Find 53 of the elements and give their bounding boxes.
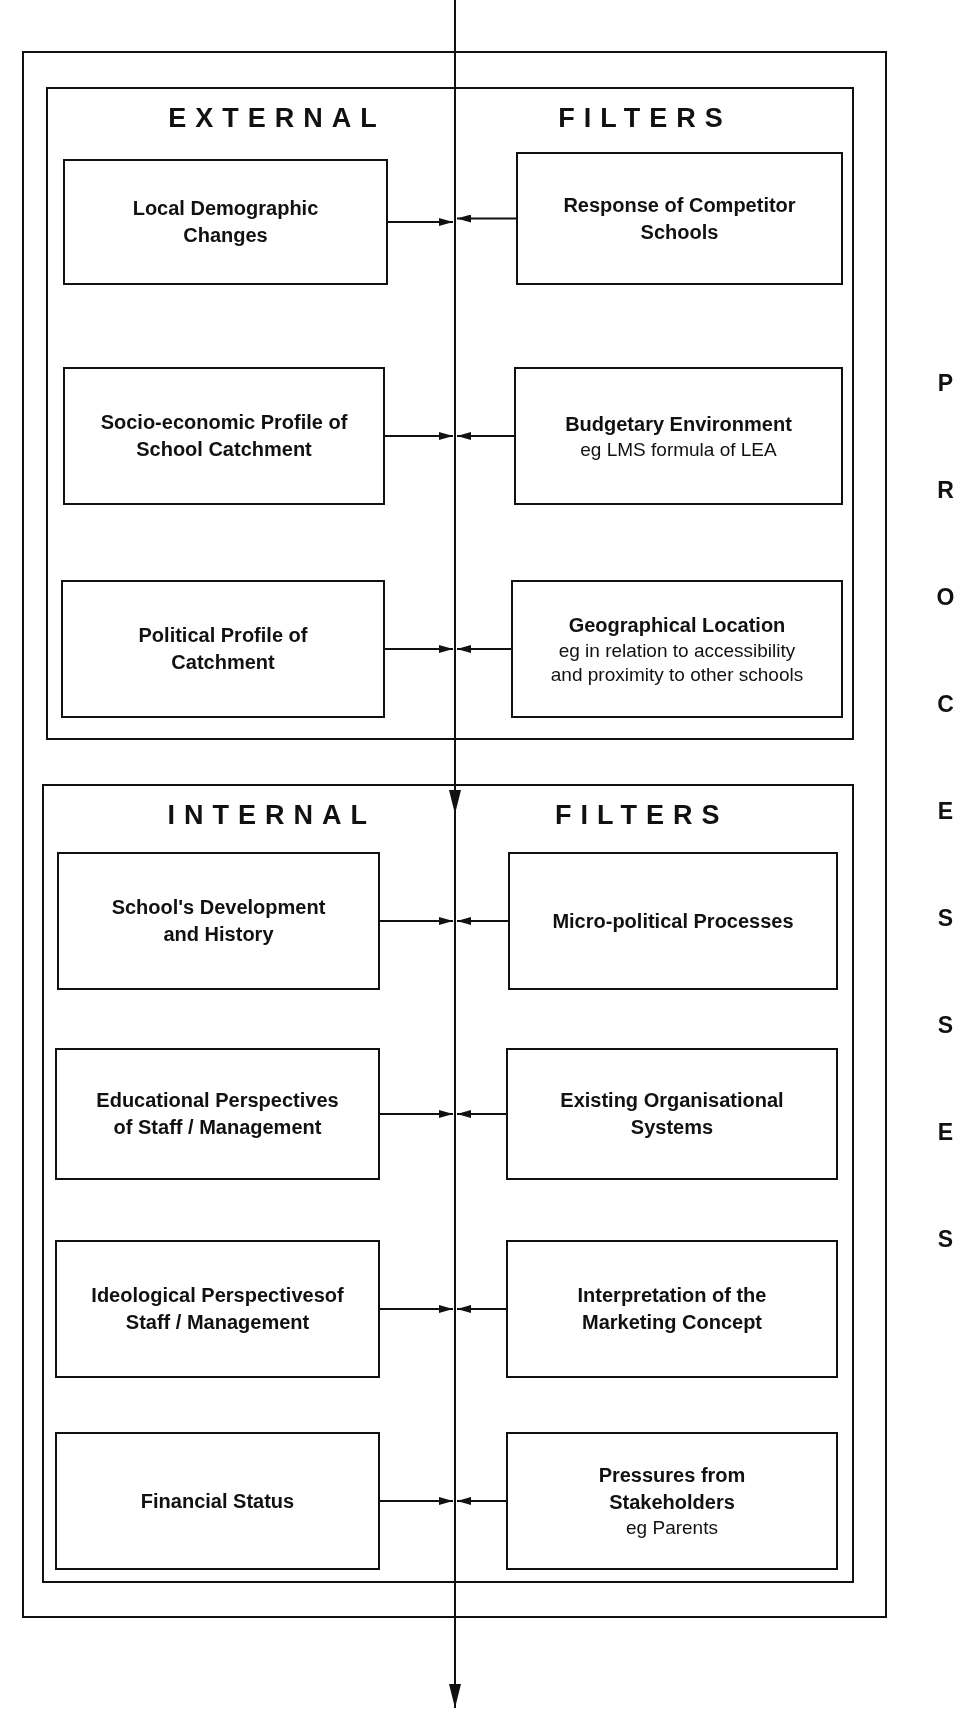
panel-heading: INTERNAL [167,800,376,831]
arrow [456,645,512,653]
factor-title: Response of Competitor Schools [562,192,797,245]
factor-box [508,852,838,990]
factor-box [57,852,380,990]
filter-panel [42,784,854,1583]
arrow [379,1497,454,1505]
frame-box [22,51,887,1618]
panel-heading: FILTERS [558,103,732,134]
factor-box [61,580,385,718]
factor-title: Educational Perspectives of Staff / Management [95,1088,340,1140]
factor-title: Socio-economic Profile of School Catchment [99,410,349,462]
factor-title: Political Profile of Catchment [137,623,309,675]
factor-box [506,1240,838,1378]
arrow [379,1110,454,1118]
arrow [456,917,509,925]
arrow [456,1305,507,1313]
factor-title: Micro-political Processes [552,908,794,934]
arrow [384,432,454,440]
filter-panel [46,87,854,740]
factor-box [516,152,843,285]
factor-box [511,580,843,718]
factor-title: Interpretation of the Marketing Concept [576,1283,768,1335]
factor-title: Existing Organisational Systems [559,1088,785,1140]
panel-heading: FILTERS [555,800,729,831]
arrow [456,432,515,440]
panel-heading: EXTERNAL [168,103,386,134]
arrow [384,645,454,653]
arrow [456,214,517,223]
arrow [379,917,454,925]
arrow [456,1497,507,1505]
factor-box [514,367,843,505]
factor-box [506,1048,838,1180]
factor-box [506,1432,838,1570]
factor-note: eg Parents [626,1516,718,1540]
arrow [379,1305,454,1313]
factor-title: Financial Status [140,1488,295,1514]
factor-title: School's Development and History [110,895,327,947]
factor-box [55,1048,380,1180]
factor-title: Budgetary Environment [565,411,792,437]
arrow [387,218,454,226]
factor-box [63,367,385,505]
factor-title: Local Demographic Changes [131,196,320,248]
factor-box [55,1432,380,1570]
arrow [456,1110,507,1118]
factor-note: eg LMS formula of LEA [580,437,777,462]
factor-box [63,159,388,285]
factor-title: Ideological Perspectivesof Staff / Management [91,1283,344,1335]
vertical-label: PROCESSES [935,369,956,1254]
factor-note: eg in relation to accessibility and proximity to other schools [549,638,805,687]
factor-title: Pressures from Stakeholders [597,1463,747,1516]
factor-title: Geographical Location [568,612,786,638]
factor-box [55,1240,380,1378]
